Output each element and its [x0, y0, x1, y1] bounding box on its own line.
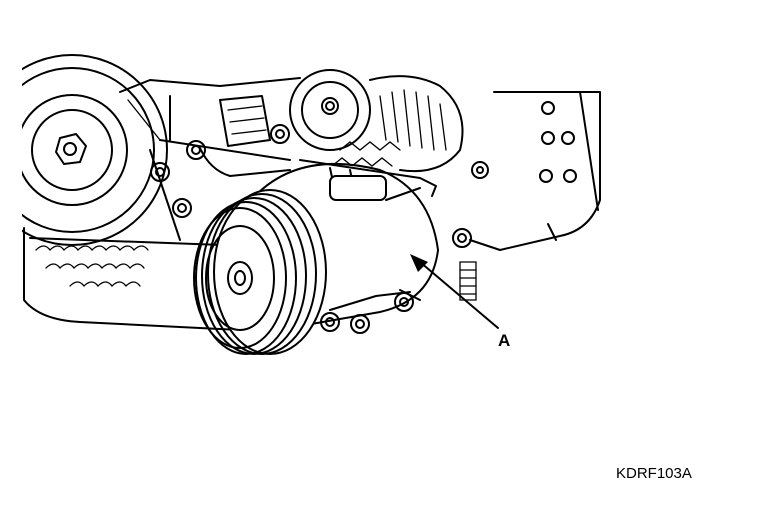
callout-a: A	[410, 254, 510, 350]
tensioner	[186, 95, 290, 160]
callout-label: A	[498, 331, 510, 350]
mount-bolts	[150, 162, 192, 218]
mounting-bracket	[452, 91, 601, 301]
callout-arrowhead-icon	[410, 254, 428, 272]
alternator	[331, 75, 464, 173]
crankshaft-pulley	[0, 40, 168, 290]
figure-code: KDRF103A	[616, 465, 692, 482]
compressor-pulley	[193, 189, 327, 355]
engine-block	[119, 77, 301, 241]
idler-pulley	[289, 69, 371, 151]
